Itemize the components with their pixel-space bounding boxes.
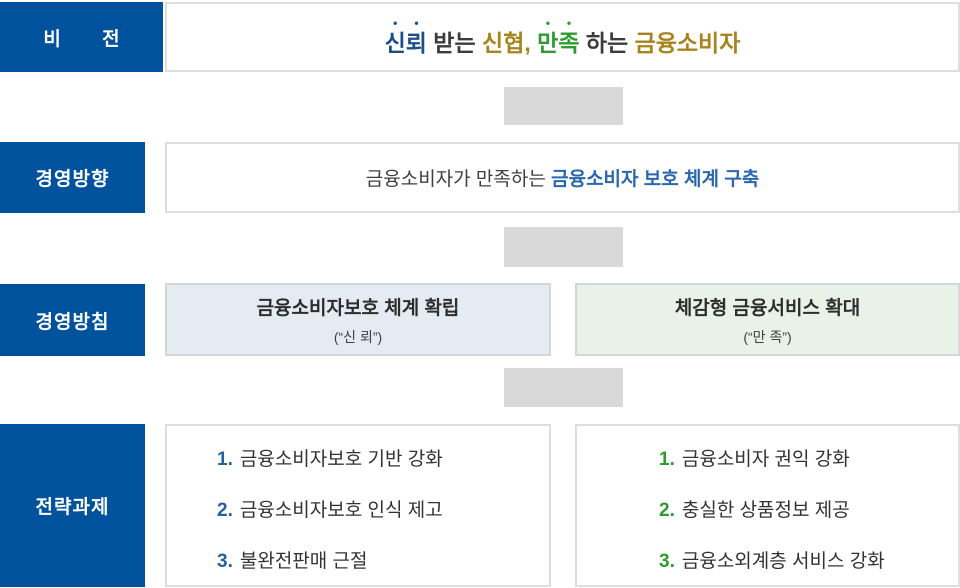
task-text: 금융소비자보호 기반 강화	[239, 449, 443, 470]
task-item: 1. 금융소비자보호 기반 강화	[217, 444, 443, 471]
policy-box-title: 체감형 금융서비스 확대	[674, 297, 861, 319]
task-number: 1.	[217, 449, 233, 470]
direction-text-emphasis: 금융소비자 보호 체계 구축	[551, 169, 760, 190]
task-number: 2.	[659, 500, 675, 521]
connector-2	[504, 227, 623, 267]
task-number: 3.	[659, 551, 675, 572]
task-text: 금융소외계층 서비스 강화	[681, 551, 885, 572]
vision-segment-trust: 신뢰	[384, 30, 427, 56]
task-text: 불완전판매 근절	[239, 551, 368, 572]
task-item: 3. 금융소외계층 서비스 강화	[659, 546, 885, 573]
vision-segment-doing: 하는	[579, 30, 635, 56]
policy-box-title: 금융소비자보호 체계 확립	[256, 297, 460, 319]
direction-box: 금융소비자가 만족하는 금융소비자 보호 체계 구축	[165, 142, 960, 213]
task-number: 2.	[217, 500, 233, 521]
policy-label: 경영방침	[0, 284, 145, 356]
vision-segment-consumer: 금융소비자	[634, 30, 741, 56]
tasks-box-left: 1. 금융소비자보호 기반 강화 2. 금융소비자보호 인식 제고 3. 불완전판매 …	[165, 424, 551, 587]
tasks-box-right: 1. 금융소비자 권익 강화 2. 충실한 상품정보 제공 3. 금융소외계층 서비스…	[575, 424, 960, 587]
task-item: 2. 충실한 상품정보 제공	[659, 495, 850, 522]
policy-box-satisfaction: 체감형 금융서비스 확대 (“만 족”)	[575, 283, 960, 356]
vision-text: 신뢰 받는 신협, 만족 하는 금융소비자	[385, 16, 741, 58]
task-item: 1. 금융소비자 권익 강화	[659, 444, 850, 471]
task-item: 2. 금융소비자보호 인식 제고	[217, 495, 443, 522]
task-number: 3.	[217, 551, 233, 572]
task-text: 충실한 상품정보 제공	[681, 500, 850, 521]
task-item: 3. 불완전판매 근절	[217, 546, 368, 573]
connector-1	[504, 87, 623, 125]
vision-segment-receive: 받는	[426, 30, 483, 56]
vision-segment-shinhyup: 신협,	[482, 30, 531, 56]
tasks-label: 전략과제	[0, 424, 145, 587]
task-number: 1.	[659, 449, 675, 470]
policy-box-trust: 금융소비자보호 체계 확립 (“신 뢰”)	[165, 283, 551, 356]
task-text: 금융소비자 권익 강화	[681, 449, 850, 470]
vision-box: 신뢰 받는 신협, 만족 하는 금융소비자	[165, 2, 960, 72]
connector-3	[504, 368, 623, 407]
direction-text-plain: 금융소비자가 만족하는	[365, 169, 552, 190]
direction-label: 경영방향	[0, 142, 145, 213]
task-text: 금융소비자보호 인식 제고	[239, 500, 443, 521]
direction-text: 금융소비자가 만족하는 금융소비자 보호 체계 구축	[366, 164, 759, 191]
policy-box-subtitle: (“만 족”)	[743, 328, 792, 345]
vision-segment-satisfaction: 만족	[537, 30, 580, 56]
policy-box-subtitle: (“신 뢰”)	[333, 328, 383, 345]
vision-label: 비 전	[0, 2, 163, 72]
